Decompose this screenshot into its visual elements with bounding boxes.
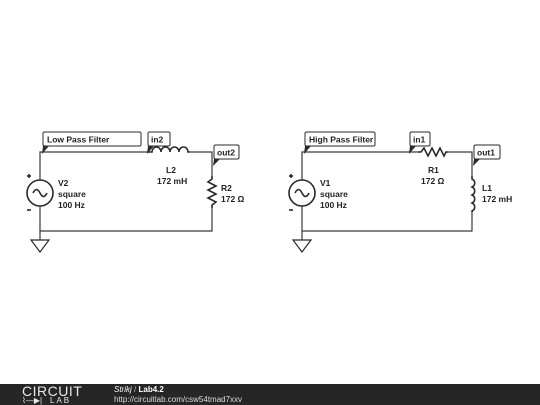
ground-symbol-left: [29, 239, 51, 253]
v1-name: V1: [320, 178, 331, 188]
high-pass-circuit: V1 square 100 Hz R1 172 Ω L1 172 mH High…: [288, 131, 512, 253]
svg-text:out1: out1: [477, 148, 495, 158]
wire-hp-top-right: [448, 151, 473, 176]
flag-low-pass-filter[interactable]: Low Pass Filter: [42, 131, 142, 154]
resistor-r1[interactable]: [418, 146, 448, 158]
circuit-info: Strikj / Lab4.2 http://circuitlab.com/cs…: [114, 385, 242, 405]
resistor-r2[interactable]: [206, 176, 218, 208]
wire-lp-bottom: [39, 206, 213, 232]
logo-text-top: CIRCUIT: [22, 383, 83, 399]
ground-symbol-right: [291, 239, 313, 253]
svg-text:in1: in1: [413, 135, 426, 145]
voltage-source-v2[interactable]: [26, 174, 54, 211]
voltage-source-v1[interactable]: [288, 174, 316, 211]
logo-text-bottom: LAB: [50, 396, 72, 405]
v2-name: V2: [58, 178, 69, 188]
flag-high-pass-filter[interactable]: High Pass Filter: [304, 131, 376, 154]
inductor-l2[interactable]: [148, 146, 190, 153]
svg-text:High Pass Filter: High Pass Filter: [309, 135, 374, 145]
svg-text:Low Pass Filter: Low Pass Filter: [47, 135, 110, 145]
l2-value: 172 mH: [157, 176, 187, 186]
logo-resistor-icon: ⌇—▶|: [22, 396, 43, 405]
wire-lp-top-right: [190, 151, 213, 176]
r1-value: 172 Ω: [421, 176, 445, 186]
path-separator: /: [134, 385, 137, 394]
v1-frequency: 100 Hz: [320, 200, 347, 210]
l1-value: 172 mH: [482, 194, 512, 204]
l1-name: L1: [482, 183, 492, 193]
r1-name: R1: [428, 165, 439, 175]
flag-out1[interactable]: out1: [473, 144, 501, 166]
footer-bar: CIRCUIT ⌇—▶| LAB Strikj / Lab4.2 http://…: [0, 384, 540, 405]
schematic-canvas: V2 square 100 Hz L2 172 mH R2 172 Ω Low …: [26, 131, 512, 253]
flag-out2[interactable]: out2: [213, 144, 240, 166]
circuitlab-logo[interactable]: CIRCUIT ⌇—▶| LAB: [22, 384, 97, 405]
v2-frequency: 100 Hz: [58, 200, 85, 210]
wire-lp-top-left: [39, 151, 148, 162]
svg-text:in2: in2: [151, 135, 164, 145]
v2-type: square: [58, 189, 86, 199]
flag-in1[interactable]: in1: [409, 131, 431, 154]
circuit-url[interactable]: http://circuitlab.com/csw54tmad7xxv: [114, 395, 243, 404]
wire-hp-top-left: [301, 151, 418, 162]
r2-value: 172 Ω: [221, 194, 245, 204]
v1-type: square: [320, 189, 348, 199]
l2-name: L2: [166, 165, 176, 175]
r2-name: R2: [221, 183, 232, 193]
inductor-l1[interactable]: [470, 176, 476, 212]
author-link[interactable]: Strikj: [114, 385, 132, 394]
flag-in2[interactable]: in2: [147, 131, 171, 154]
wire-hp-bottom: [301, 206, 473, 232]
circuit-name[interactable]: Lab4.2: [138, 385, 164, 394]
low-pass-circuit: V2 square 100 Hz L2 172 mH R2 172 Ω Low …: [26, 131, 245, 253]
svg-text:out2: out2: [217, 148, 235, 158]
